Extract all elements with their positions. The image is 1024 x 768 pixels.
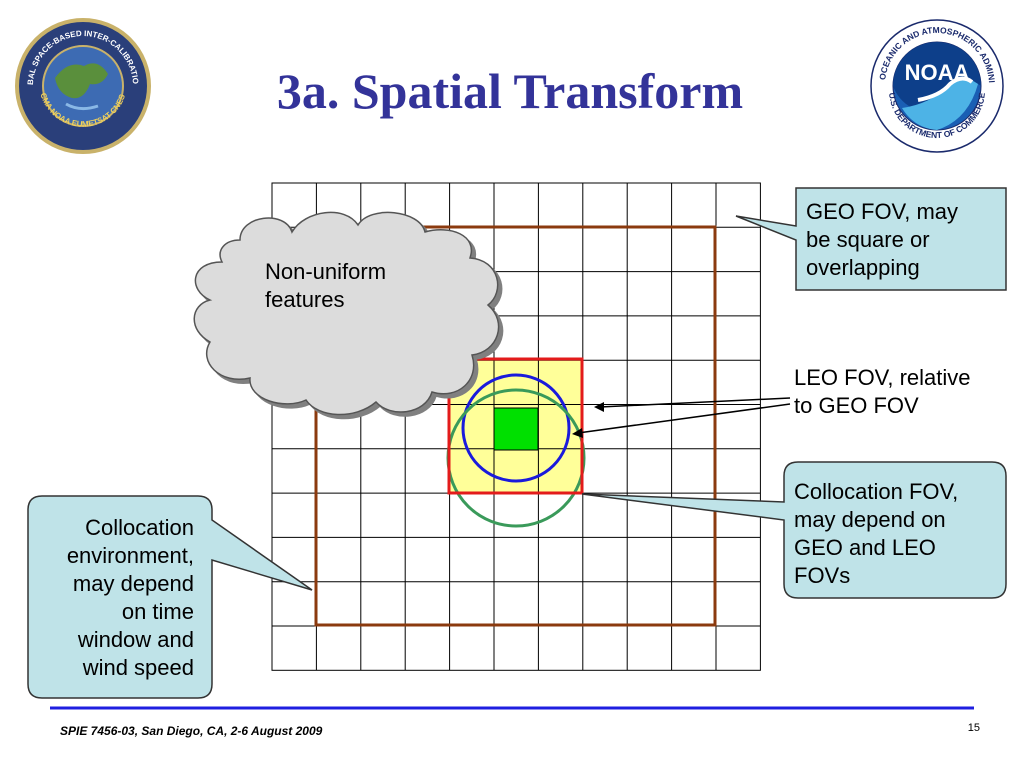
collocation-fov-outline — [447, 357, 584, 495]
leo-fov-label: LEO FOV, relative to GEO FOV — [794, 364, 970, 420]
leo-center-pixel — [493, 407, 539, 451]
geo-fov-label-line: overlapping — [806, 255, 920, 280]
cloud-label-line: features — [265, 287, 345, 312]
environment-label: Collocation environment, may depend on t… — [34, 514, 194, 682]
collocation-fov-label-line: may depend on — [794, 507, 946, 532]
footer-citation: SPIE 7456-03, San Diego, CA, 2-6 August … — [60, 724, 323, 738]
environment-label-line: on time — [121, 599, 194, 624]
leo-fov-circle — [461, 373, 571, 483]
collocation-fov-label-line: FOVs — [794, 563, 851, 588]
collocation-fov-callout-box — [581, 461, 1007, 599]
leo-fov-label-line: to GEO FOV — [794, 393, 919, 418]
environment-label-line: environment, — [66, 543, 194, 568]
environment-label-line: window and — [77, 627, 194, 652]
cloud-label: Non-uniform features — [265, 258, 386, 314]
slide-title: 3a. Spatial Transform — [276, 63, 744, 119]
collocation-environment-box — [314, 225, 717, 627]
page-number: 15 — [967, 722, 980, 734]
collocation-fov-label-line: GEO and LEO — [794, 535, 936, 560]
noaa-center-text: NOAA — [905, 60, 970, 85]
leo-fov-arrows — [572, 397, 791, 438]
leo-fov-label-line: LEO FOV, relative — [794, 365, 971, 390]
wmo-gsics-seal-icon: WMO GLOBAL SPACE-BASED INTER-CALIBRATION… — [0, 0, 151, 154]
environment-callout-box — [27, 495, 313, 699]
geo-fov-label-line: GEO FOV, may — [806, 199, 959, 224]
environment-label-line: Collocation — [85, 515, 194, 540]
environment-label-line: wind speed — [82, 655, 194, 680]
geo-fov-label: GEO FOV, may be square or overlapping — [806, 198, 958, 282]
collocation-fov-label-line: Collocation FOV, — [794, 479, 959, 504]
geo-fov-label-line: be square or — [806, 227, 930, 252]
collocation-fov-label: Collocation FOV, may depend on GEO and L… — [794, 478, 958, 590]
non-uniform-cloud — [193, 211, 500, 416]
cloud-label-line: Non-uniform — [265, 259, 387, 284]
geo-fov-callout-box — [735, 187, 1007, 291]
environment-label-line: may depend — [72, 571, 194, 596]
